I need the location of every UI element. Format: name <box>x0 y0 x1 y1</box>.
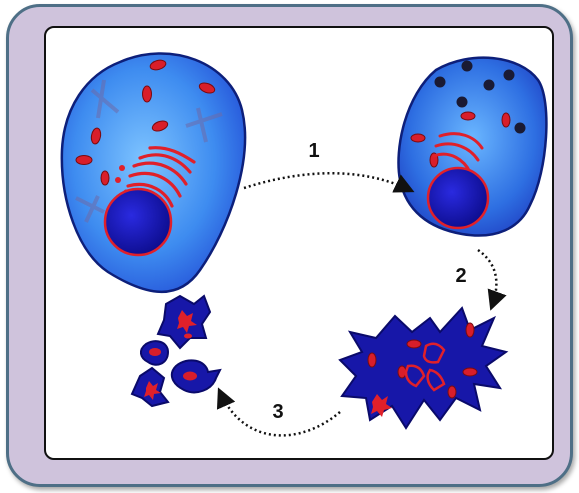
step-label-1: 1 <box>308 140 319 162</box>
arrow-1 <box>244 173 410 190</box>
arrow-2 <box>478 250 496 306</box>
nucleus <box>105 189 171 255</box>
blebbing-cell <box>340 308 506 428</box>
apoptotic-bodies <box>132 296 220 406</box>
step-label-2: 2 <box>455 265 466 287</box>
shrunken-cell <box>399 58 547 236</box>
normal-cell <box>62 53 245 291</box>
condensed-nucleus <box>428 168 488 228</box>
step-label-3: 3 <box>272 401 283 423</box>
